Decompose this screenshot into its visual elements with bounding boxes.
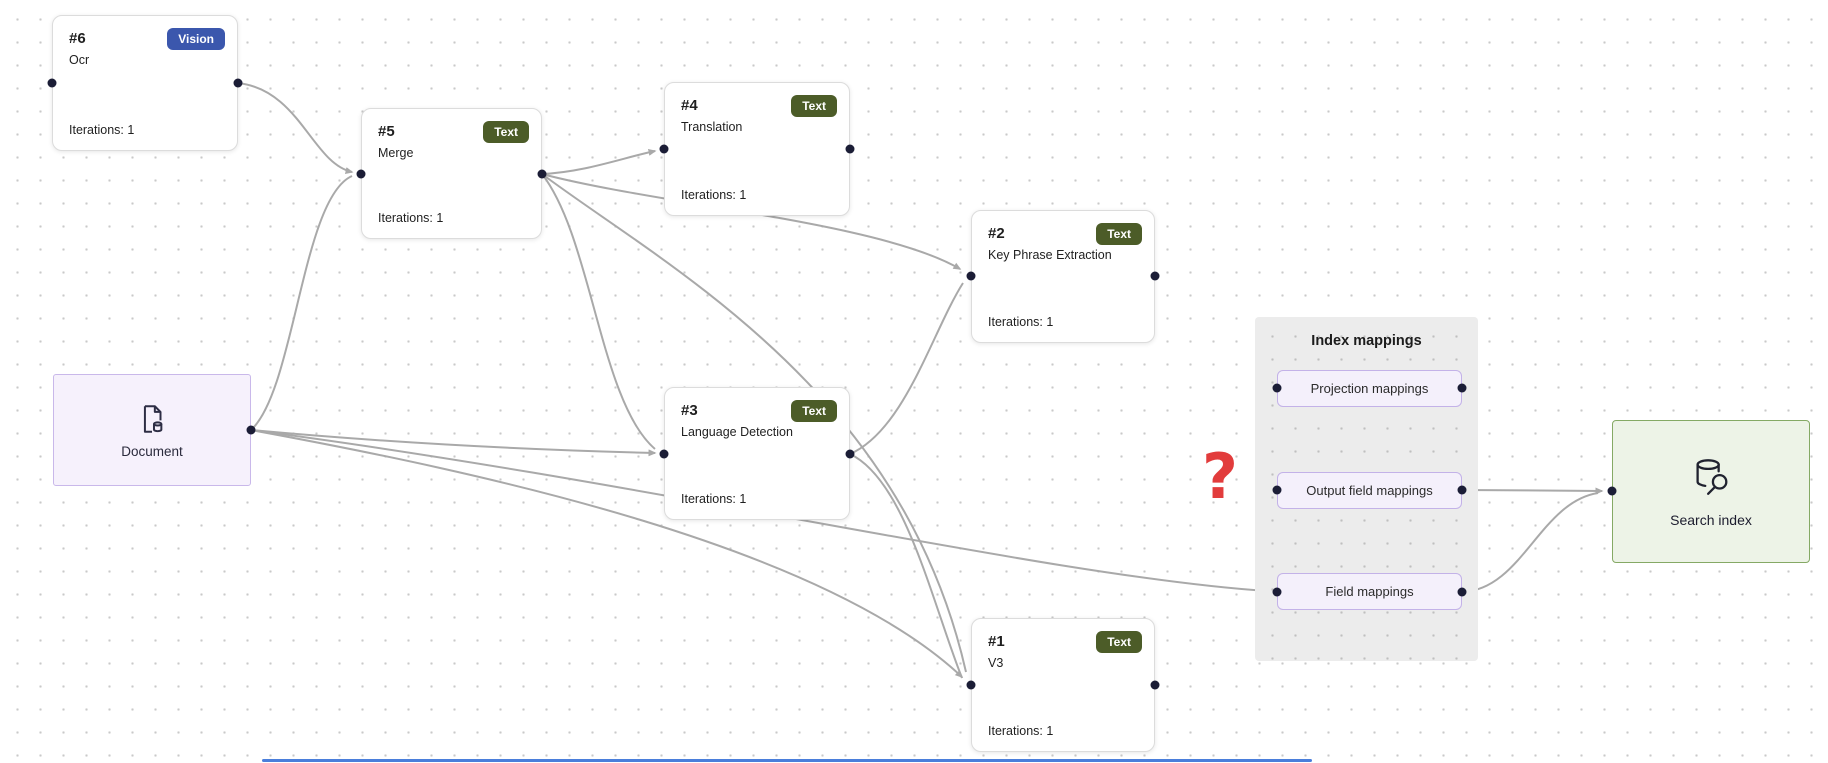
skill-type-badge: Text [1096,223,1142,246]
skill-number: #4 [681,97,698,114]
edge-document-to-v3 [250,429,964,679]
skill-number: #2 [988,225,1005,242]
field-mappings-pill[interactable]: Field mappings [1277,573,1462,610]
edge-ocr-to-merge [237,82,354,174]
search-index-icon [1696,458,1728,495]
skill-name: Language Detection [681,425,793,439]
skill-type-badge: Text [1096,631,1142,654]
index-mappings-panel: Index mappings Projection mappings Outpu… [1255,317,1478,661]
skill-iterations: Iterations: 1 [681,492,747,506]
horizontal-scrollbar[interactable] [262,759,1312,762]
search-index-node[interactable]: Search index [1612,420,1810,563]
edge-merge-to-language [541,173,656,450]
edge-merge-to-v3 [541,173,967,673]
edge-merge-to-translation [541,148,657,175]
edge-fieldmappings-to-searchindex [1461,492,1599,593]
edge-outputfield-to-searchindex [1461,487,1604,495]
skill-node-merge[interactable]: #5 Merge Text Iterations: 1 [361,108,542,239]
search-index-label: Search index [1670,511,1752,528]
skill-number: #1 [988,633,1005,650]
document-label: Document [121,443,183,459]
skill-iterations: Iterations: 1 [378,211,444,225]
skill-name: Translation [681,120,743,134]
index-mappings-title: Index mappings [1311,333,1422,349]
skill-node-translation[interactable]: #4 Translation Text Iterations: 1 [664,82,850,216]
skill-type-badge: Text [791,400,837,423]
skill-type-badge: Text [483,121,529,144]
projection-mappings-pill[interactable]: Projection mappings [1277,370,1462,407]
document-node[interactable]: Document [53,374,251,486]
skill-node-ocr[interactable]: #6 Ocr Vision Iterations: 1 [52,15,238,151]
edge-document-to-fieldmappings [250,429,1269,595]
skill-type-badge: Text [791,95,837,118]
edge-language-to-v3 [849,453,963,679]
skill-name: Ocr [69,53,90,67]
edge-document-to-merge [250,175,353,431]
edge-document-to-language [250,429,657,457]
skill-name: V3 [988,656,1004,670]
skill-iterations: Iterations: 1 [69,123,135,137]
skill-iterations: Iterations: 1 [988,315,1054,329]
skill-number: #6 [69,30,86,47]
skill-name: Merge [378,146,414,160]
skill-iterations: Iterations: 1 [681,188,747,202]
skill-node-keyphrase[interactable]: #2 Key Phrase Extraction Text Iterations… [971,210,1155,343]
document-icon [143,404,163,433]
question-mark-annotation: ? [1202,440,1238,513]
skill-type-badge: Vision [167,28,225,51]
skill-name: Key Phrase Extraction [988,248,1112,262]
skill-iterations: Iterations: 1 [988,724,1054,738]
skill-number: #3 [681,402,698,419]
skill-node-language-detection[interactable]: #3 Language Detection Text Iterations: 1 [664,387,850,520]
skill-node-v3[interactable]: #1 V3 Text Iterations: 1 [971,618,1155,752]
skill-number: #5 [378,123,395,140]
edge-language-to-keyphrase [849,282,964,455]
output-field-mappings-pill[interactable]: Output field mappings [1277,472,1462,509]
